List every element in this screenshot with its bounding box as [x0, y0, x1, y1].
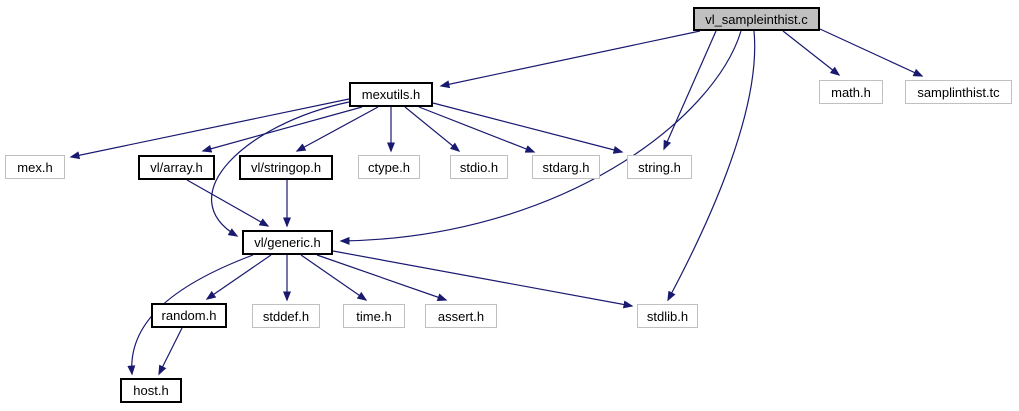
node-random-h[interactable]: random.h	[151, 303, 227, 328]
edge-vl-sampleinthist-c-to-stdlib-h	[667, 30, 756, 302]
node-label: string.h	[638, 159, 681, 175]
edge-vl-sampleinthist-c-to-vl-generic-h	[339, 30, 742, 245]
edge-mexutils-h-to-vl-array-h	[201, 106, 363, 153]
edge-mexutils-h-to-vl-stringop-h	[295, 106, 379, 152]
node-label: mexutils.h	[361, 87, 421, 102]
edge-mexutils-h-to-string-h	[432, 102, 624, 154]
node-label: stdarg.h	[542, 159, 590, 175]
node-stdio-h: stdio.h	[450, 155, 508, 179]
node-assert-h: assert.h	[425, 304, 497, 328]
node-label: random.h	[161, 308, 217, 323]
node-label: ctype.h	[368, 159, 410, 175]
edge-mexutils-h-to-vl-generic-h	[211, 101, 350, 237]
node-stdarg-h: stdarg.h	[532, 155, 600, 179]
edge-vl-generic-h-to-random-h	[205, 254, 272, 300]
node-mexutils-h[interactable]: mexutils.h	[349, 82, 433, 107]
node-label: vl/stringop.h	[250, 160, 322, 175]
node-string-h: string.h	[627, 155, 692, 179]
node-label: samplinthist.tc	[917, 84, 1000, 100]
node-label: stdlib.h	[646, 308, 689, 324]
edge-random-h-to-host-h	[158, 327, 183, 376]
node-samplinthist-tc: samplinthist.tc	[905, 80, 1012, 104]
node-label: stdio.h	[459, 159, 499, 175]
node-time-h: time.h	[343, 304, 405, 328]
node-host-h[interactable]: host.h	[120, 378, 182, 403]
node-math-h: math.h	[819, 80, 883, 104]
edge-vl-generic-h-to-time-h	[300, 254, 368, 301]
edge-vl-generic-h-to-assert-h	[316, 254, 448, 301]
node-stddef-h: stddef.h	[252, 304, 320, 328]
node-label: vl/array.h	[150, 160, 203, 175]
node-label: math.h	[831, 84, 871, 100]
node-vl-sampleinthist-c: vl_sampleinthist.c	[693, 7, 820, 31]
node-label: stddef.h	[262, 308, 310, 324]
node-label: assert.h	[437, 308, 485, 324]
node-label: mex.h	[17, 159, 53, 175]
node-label: time.h	[356, 308, 392, 324]
edge-vl-sampleinthist-c-to-mexutils-h	[439, 30, 701, 89]
node-label: host.h	[133, 383, 169, 398]
edge-mexutils-h-to-mex-h	[69, 98, 350, 160]
node-label: vl_sampleinthist.c	[705, 11, 808, 27]
node-vl-generic-h[interactable]: vl/generic.h	[242, 230, 333, 255]
edge-vl-sampleinthist-c-to-string-h	[663, 30, 717, 151]
edge-vl-sampleinthist-c-to-samplinthist-tc	[819, 28, 924, 77]
node-vl-array-h[interactable]: vl/array.h	[138, 155, 215, 180]
node-mex-h: mex.h	[5, 155, 65, 179]
node-ctype-h: ctype.h	[358, 155, 420, 179]
node-stdlib-h: stdlib.h	[637, 304, 698, 328]
edge-vl-sampleinthist-c-to-math-h	[782, 30, 841, 76]
edge-mexutils-h-to-stdio-h	[404, 106, 461, 152]
edge-mexutils-h-to-stdarg-h	[418, 106, 536, 153]
node-label: vl/generic.h	[254, 235, 321, 250]
node-vl-stringop-h[interactable]: vl/stringop.h	[239, 155, 333, 180]
edge-vl-array-h-to-vl-generic-h	[186, 179, 270, 227]
edge-vl-generic-h-to-stdlib-h	[332, 250, 634, 309]
